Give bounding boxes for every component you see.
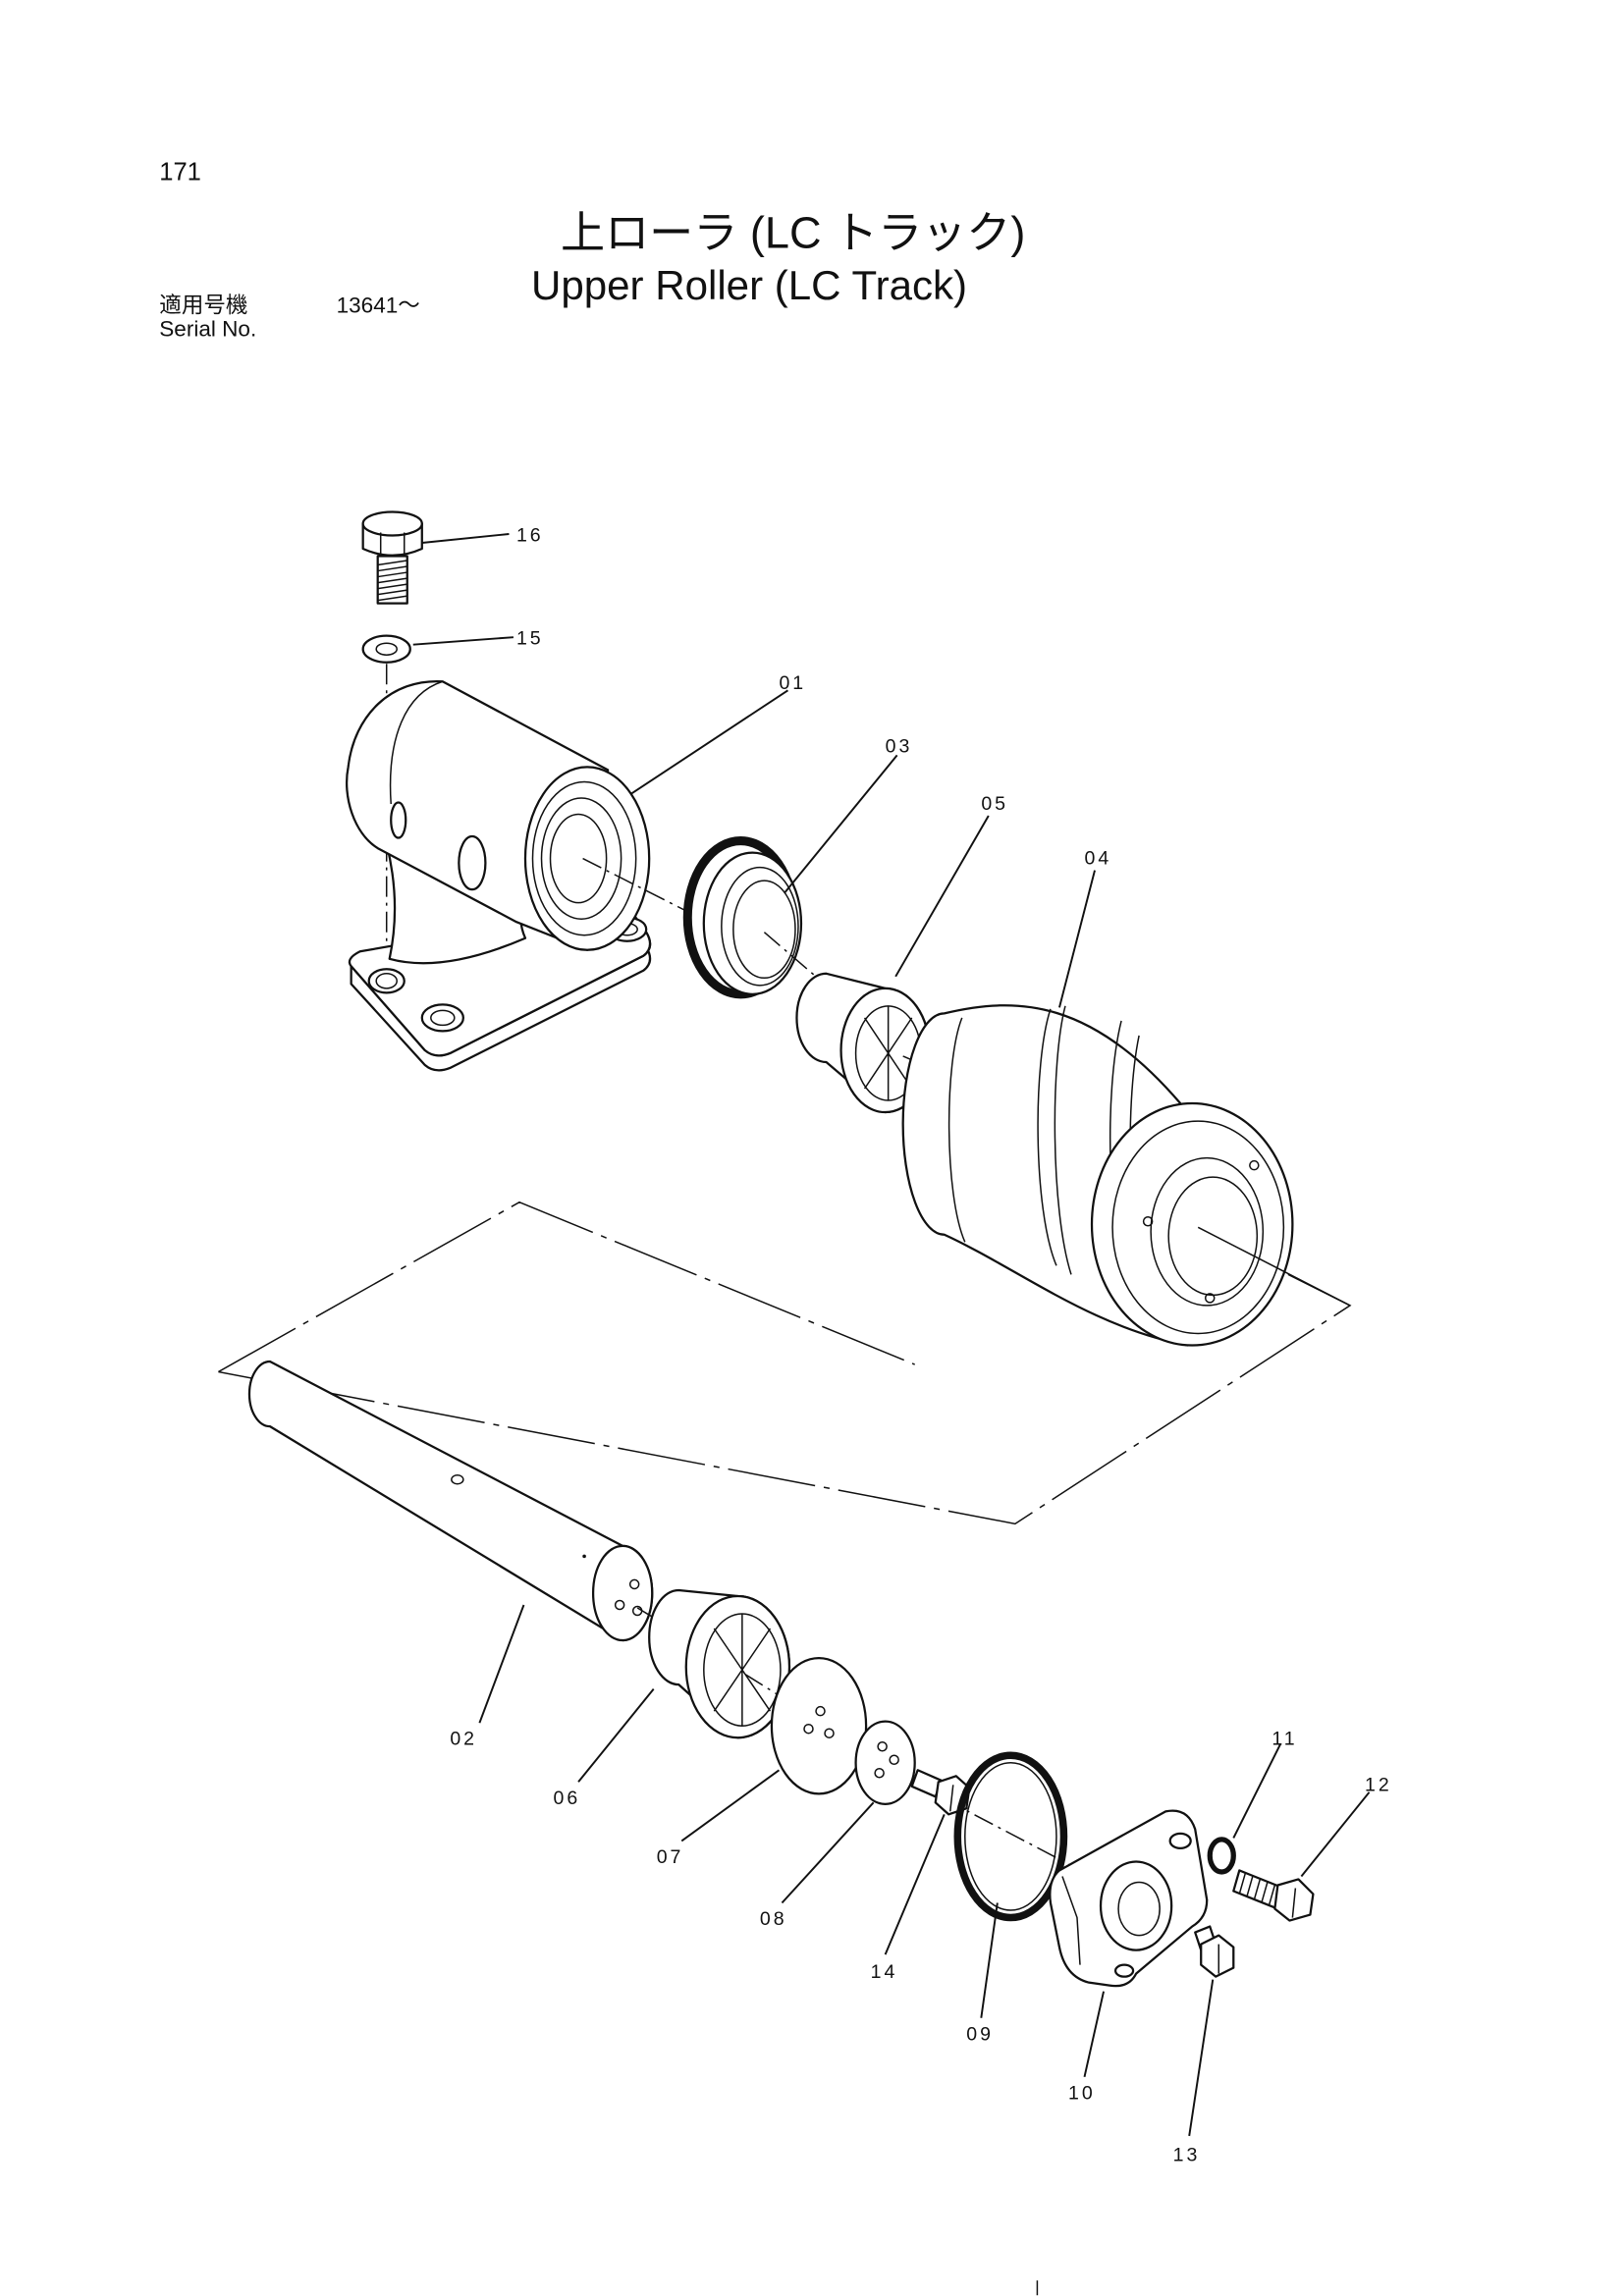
part-02-drawing — [247, 1360, 654, 1724]
callout-04: 04 — [1085, 848, 1112, 870]
callout-14: 14 — [871, 1961, 898, 1983]
part-15-drawing — [361, 634, 514, 664]
callout-16: 16 — [516, 525, 544, 547]
part-09-drawing — [953, 1751, 1068, 2018]
upper-axis-line-1 — [582, 857, 694, 916]
callout-11: 11 — [1271, 1729, 1297, 1750]
part-03-drawing — [682, 754, 898, 999]
part-13-drawing — [1188, 1925, 1235, 2137]
callout-12: 12 — [1365, 1774, 1392, 1795]
serial-value: 13641～ — [337, 294, 420, 318]
part-10-drawing — [1049, 1809, 1209, 2078]
part-16-drawing — [361, 510, 510, 605]
part-06-drawing — [577, 1588, 791, 1783]
serial-label-japanese: 適用号機 — [159, 294, 247, 318]
callout-01: 01 — [779, 672, 806, 694]
page-number: 171 — [159, 158, 201, 186]
title-japanese: 上ローラ (LC トラック) — [561, 207, 1025, 257]
part-11-drawing — [1207, 1742, 1282, 1875]
callout-09: 09 — [966, 2023, 994, 2045]
callout-13: 13 — [1173, 2144, 1201, 2165]
part-01-drawing — [346, 680, 788, 1072]
part-04-drawing — [901, 870, 1294, 1347]
callout-02: 02 — [450, 1729, 477, 1750]
callout-08: 08 — [760, 1908, 787, 1930]
callout-07: 07 — [657, 1846, 684, 1868]
roller-axis-line — [1197, 1226, 1351, 1307]
title-english: Upper Roller (LC Track) — [531, 262, 967, 308]
callout-15: 15 — [516, 628, 544, 650]
part-12-drawing — [1232, 1791, 1371, 1922]
callout-10: 10 — [1068, 2082, 1096, 2104]
upper-axis-line-2 — [763, 932, 828, 987]
assembly-frame-line — [218, 1201, 1352, 1525]
serial-label-english: Serial No. — [159, 317, 256, 342]
part-08-drawing — [781, 1720, 916, 1904]
callout-06: 06 — [554, 1788, 581, 1809]
part-07-drawing — [680, 1656, 868, 1842]
callout-03: 03 — [886, 735, 913, 757]
callout-05: 05 — [981, 793, 1008, 815]
